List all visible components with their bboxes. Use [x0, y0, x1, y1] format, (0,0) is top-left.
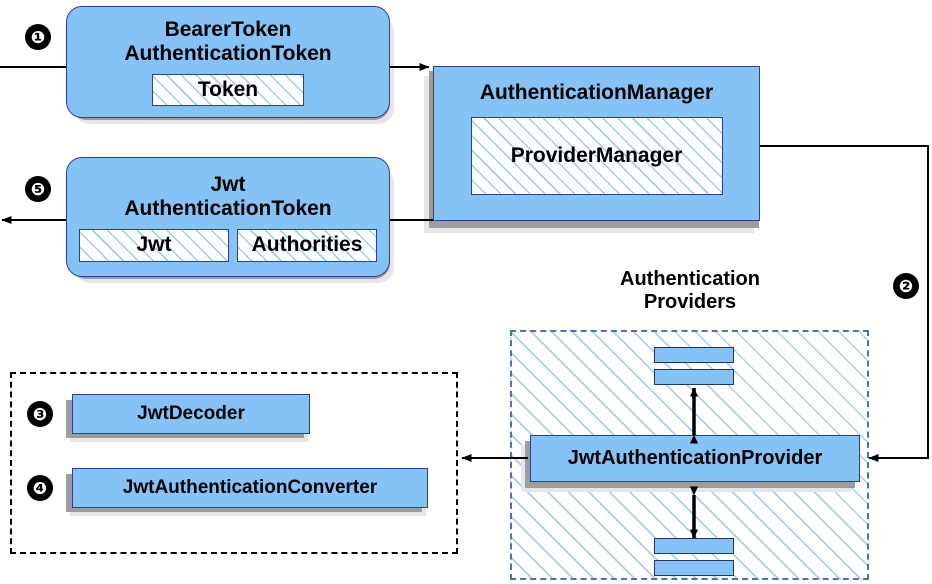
- jwt-token-inner-jwt-label: Jwt: [136, 233, 172, 256]
- jwt-token-inner-authorities-label: Authorities: [251, 233, 363, 256]
- badge-step-3: ❸: [27, 401, 53, 427]
- badge-step-4: ❹: [27, 475, 53, 501]
- provider-stub-bottom-1: [654, 538, 734, 554]
- bearer-token-title-line2: AuthenticationToken: [124, 42, 332, 65]
- bearer-token-title-line1: BearerToken: [164, 18, 292, 41]
- jwt-authentication-converter-label: JwtAuthenticationConverter: [122, 477, 378, 498]
- jwt-token-inner-jwt[interactable]: Jwt: [79, 228, 229, 262]
- badge-step-1: ❶: [25, 24, 51, 50]
- jwt-token-inner-row: Jwt Authorities: [79, 228, 377, 262]
- node-jwt-decoder[interactable]: JwtDecoder: [72, 394, 310, 434]
- bearer-token-inner-token[interactable]: Token: [152, 74, 304, 106]
- node-bearer-token-authentication-token[interactable]: BearerToken AuthenticationToken Token: [66, 6, 390, 118]
- provider-stub-bottom-2: [654, 560, 734, 576]
- badge-step-2: ❷: [893, 273, 919, 299]
- node-jwt-authentication-converter[interactable]: JwtAuthenticationConverter: [72, 468, 428, 508]
- provider-stub-top-1: [654, 347, 734, 363]
- bearer-token-inner-label: Token: [197, 78, 259, 101]
- node-authentication-manager[interactable]: AuthenticationManager ProviderManager: [433, 66, 760, 221]
- jwt-decoder-label: JwtDecoder: [137, 403, 245, 424]
- badge-step-5: ❺: [25, 176, 51, 202]
- provider-manager-label: ProviderManager: [510, 144, 683, 167]
- node-jwt-authentication-token[interactable]: Jwt AuthenticationToken Jwt Authorities: [66, 157, 390, 277]
- authentication-manager-title: AuthenticationManager: [479, 81, 714, 104]
- jwt-token-title-line2: AuthenticationToken: [124, 196, 332, 220]
- authentication-providers-label-line2: Providers: [643, 290, 737, 313]
- provider-stub-top-2: [654, 369, 734, 385]
- node-jwt-authentication-provider[interactable]: JwtAuthenticationProvider: [530, 435, 860, 482]
- authentication-providers-label: Authentication Providers: [580, 268, 800, 314]
- authentication-manager-inner-provider-manager[interactable]: ProviderManager: [470, 117, 723, 195]
- jwt-token-title-line1: Jwt: [210, 172, 246, 196]
- authentication-providers-label-line1: Authentication: [620, 268, 760, 290]
- jwt-authentication-provider-label: JwtAuthenticationProvider: [567, 447, 823, 469]
- jwt-support-container: [10, 372, 458, 554]
- jwt-token-inner-authorities[interactable]: Authorities: [237, 228, 377, 262]
